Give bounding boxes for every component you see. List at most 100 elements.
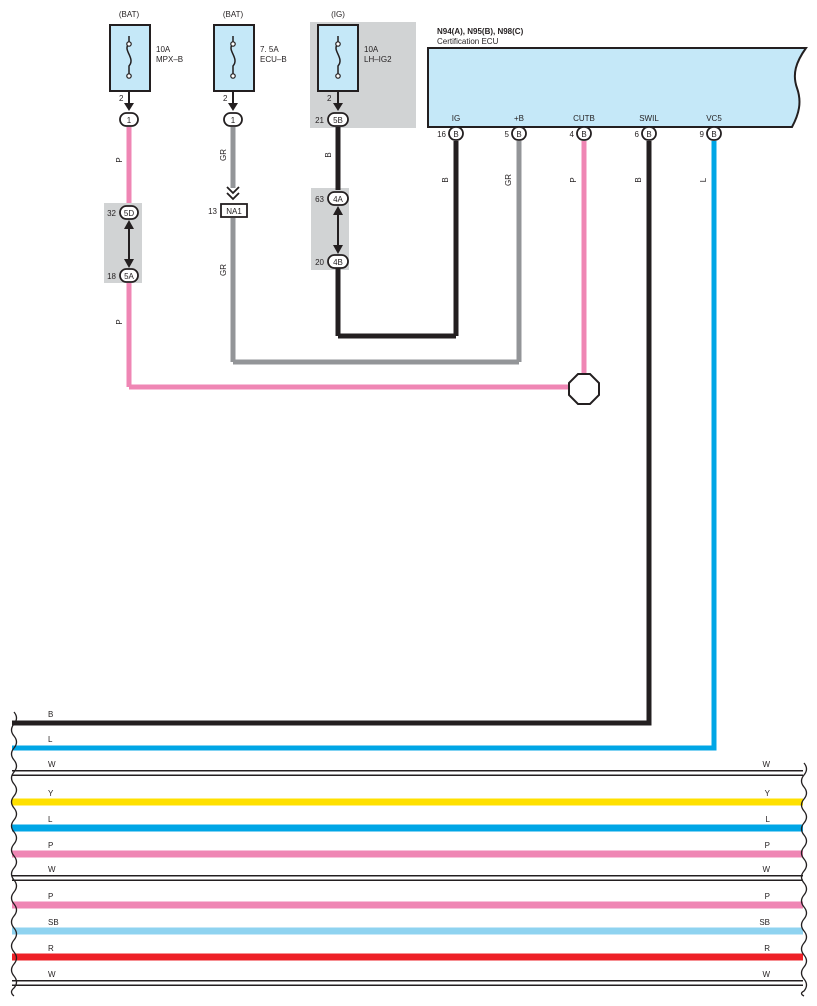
ecu-subtitle: Certification ECU: [437, 37, 499, 46]
wire-label: B: [634, 177, 643, 182]
certification-ecu: N94(A), N95(B), N98(C) Certification ECU: [427, 27, 808, 128]
fuse-leads: [124, 91, 343, 111]
fuse-rating: 10A: [364, 45, 379, 54]
terminal-connector: B: [453, 130, 458, 139]
fuse-ecu-b: (BAT) 7. 5A ECU–B 2: [213, 10, 287, 103]
terminal-connector: B: [581, 130, 586, 139]
arrow-down-icon: [124, 259, 134, 268]
bus-label-right: W: [762, 970, 770, 979]
fuse-pin: 2: [327, 94, 332, 103]
terminal-name: CUTB: [573, 114, 595, 123]
bus-label-right: W: [762, 865, 770, 874]
wire-b-ig2: [335, 127, 459, 339]
connector-fuse1: 1: [119, 112, 139, 127]
fuse-lh-ig2: (IG) 10A LH–IG2 2: [317, 10, 392, 103]
fuse-name: MPX–B: [156, 55, 183, 64]
bus-label-left: L: [48, 735, 53, 744]
break-left: [10, 711, 18, 997]
ecu-title: N94(A), N95(B), N98(C): [437, 27, 524, 36]
wire-label: P: [115, 319, 124, 324]
bus-label-left: W: [48, 760, 56, 769]
fuse-supply: (IG): [331, 10, 345, 19]
connector-pin: 32: [107, 209, 116, 218]
ecu-wire-labels: B GR P B L: [441, 174, 708, 186]
bus-label-right: Y: [765, 789, 771, 798]
arrow-up-icon: [333, 206, 343, 215]
bus-label-right: L: [766, 815, 771, 824]
bus-label-left: Y: [48, 789, 54, 798]
bus-wire-l: L: [48, 735, 53, 744]
terminal-pin: 16: [437, 130, 446, 139]
break-right: [800, 762, 808, 997]
terminal-connector: B: [646, 130, 651, 139]
wire-label: GR: [219, 149, 228, 161]
wire-label: B: [441, 177, 450, 182]
connector-label: 1: [127, 116, 132, 125]
wire-label: P: [115, 157, 124, 162]
connector-fuse3: 5B 21: [315, 112, 349, 127]
bus-label-left: R: [48, 944, 54, 953]
bus-wire-b: B: [48, 710, 53, 719]
fuse-rating: 7. 5A: [260, 45, 279, 54]
wire-label: L: [699, 177, 708, 182]
wire-gr-ecub: [230, 127, 522, 365]
connector-label: 4A: [333, 195, 343, 204]
bus-label-left: P: [48, 892, 53, 901]
bus-label-left: W: [48, 865, 56, 874]
connector-label: 5A: [124, 272, 134, 281]
connector-pin: 63: [315, 195, 324, 204]
arrow-down-icon: [333, 245, 343, 254]
bus-label-left: W: [48, 970, 56, 979]
connector-label: 5B: [333, 116, 343, 125]
bus-label-right: R: [764, 944, 770, 953]
terminal-pin: 5: [505, 130, 510, 139]
terminal-name: +B: [514, 114, 524, 123]
fuse-supply: (BAT): [119, 10, 140, 19]
arrow-down-icon: [124, 103, 134, 111]
break-edges: [10, 711, 808, 997]
wire-label: P: [569, 177, 578, 182]
connector-pin: 18: [107, 272, 116, 281]
fuse-pin: 2: [119, 94, 124, 103]
fuse-supply: (BAT): [223, 10, 244, 19]
connector-pin: 21: [315, 116, 324, 125]
bus-label-right: P: [765, 892, 770, 901]
wire-label: GR: [219, 264, 228, 276]
connector-label: NA1: [226, 207, 242, 216]
splice-octagon: [568, 373, 600, 405]
connector-na1: NA1 13: [208, 186, 248, 218]
arrow-up-icon: [124, 220, 134, 229]
bus-label-right: W: [762, 760, 770, 769]
bus-label-left: P: [48, 841, 53, 850]
terminal-pin: 4: [570, 130, 575, 139]
terminal-connector: B: [711, 130, 716, 139]
terminal-name: VC5: [706, 114, 722, 123]
arrow-down-icon: [333, 103, 343, 111]
connector-label: 1: [231, 116, 236, 125]
connector-label: 4B: [333, 258, 343, 267]
connector-fuse2: 1: [223, 112, 243, 127]
bus-label-left: B: [48, 710, 53, 719]
fuse-rating: 10A: [156, 45, 171, 54]
bus-label-right: SB: [759, 918, 770, 927]
wire-b-swil: [12, 141, 652, 726]
fuse-mpx-b: (BAT) 10A MPX–B 2: [109, 10, 183, 103]
double-chevron-icon: [226, 186, 240, 201]
wire-label: B: [324, 152, 333, 157]
wire-label: GR: [504, 174, 513, 186]
junction-4a-4b: 4A 63 4B 20: [315, 191, 349, 269]
